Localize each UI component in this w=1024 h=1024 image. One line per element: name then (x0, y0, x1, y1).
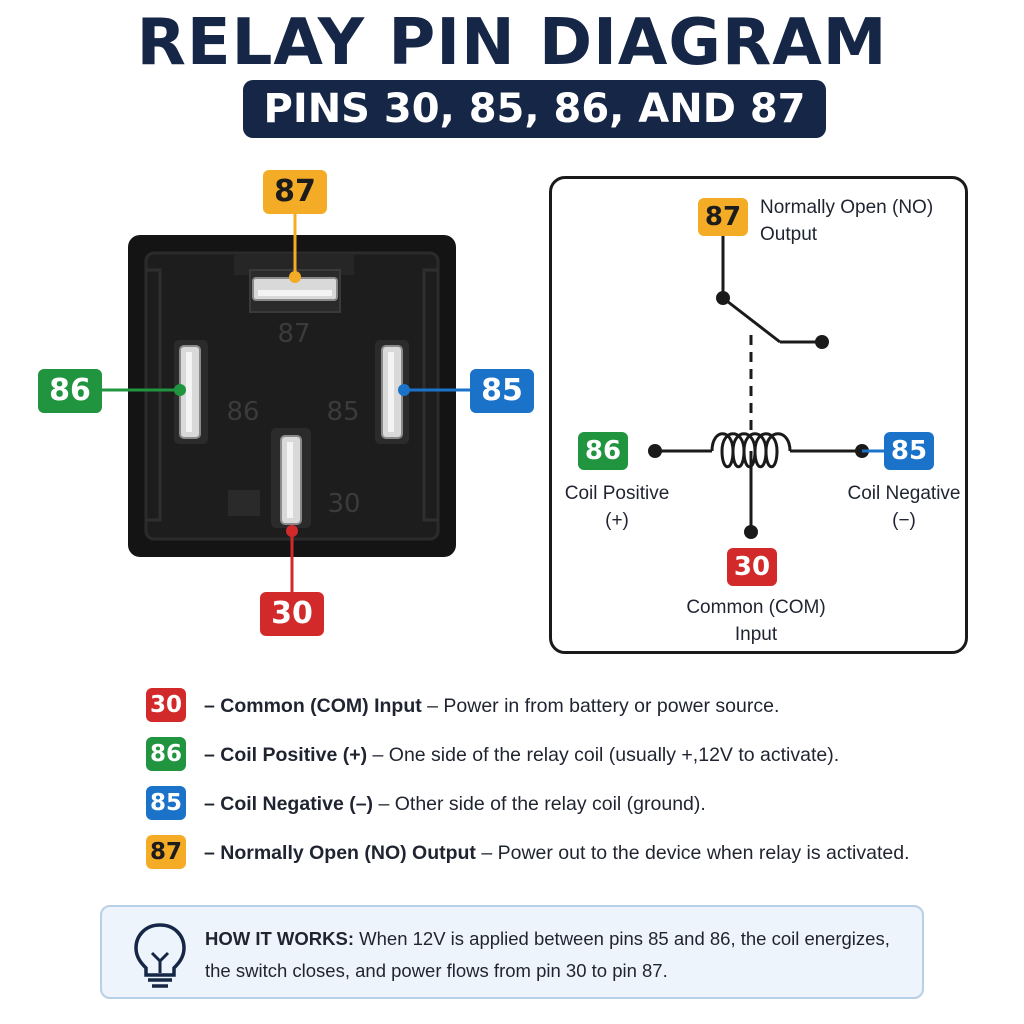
schematic-pin-85-badge: 85 (884, 432, 934, 470)
lightbulb-icon (134, 923, 186, 988)
schematic-87-label: Normally Open (NO)Output (760, 197, 934, 245)
photo-pin-85-badge: 85 (470, 369, 534, 413)
how-it-works-body: When 12V is applied between pins 85 and … (205, 928, 890, 981)
how-it-works-text: HOW IT WORKS: When 12V is applied betwee… (205, 923, 915, 987)
legend-desc-85: – Other side of the relay coil (ground). (373, 793, 706, 815)
legend-badge-86: 86 (146, 737, 186, 771)
legend-name-85: – Coil Negative (–) (204, 793, 374, 815)
schematic-pin-87-badge: 87 (698, 198, 748, 236)
how-it-works-box: HOW IT WORKS: When 12V is applied betwee… (100, 905, 924, 999)
photo-pin-87-badge: 87 (263, 170, 327, 214)
switch-arm (722, 296, 781, 344)
legend-name-87: – Normally Open (NO) Output (204, 842, 476, 864)
emboss-86: 86 (226, 397, 259, 427)
schematic-panel (549, 176, 968, 654)
legend-name-86: – Coil Positive (+) (204, 744, 368, 766)
legend-name-30: – Common (COM) Input (204, 695, 422, 717)
photo-pin-86-badge: 86 (38, 369, 102, 413)
legend-desc-87: – Power out to the device when relay is … (475, 842, 910, 864)
photo-pin-30-badge: 30 (260, 592, 324, 636)
page-subtitle: PINS 30, 85, 86, AND 87 (243, 80, 826, 138)
legend-desc-86: – One side of the relay coil (usually +,… (367, 744, 840, 766)
page-title: RELAY PIN DIAGRAM (136, 6, 888, 80)
emboss-87: 87 (277, 319, 310, 349)
schematic-pin-86-badge: 86 (578, 432, 628, 470)
legend-badge-87: 87 (146, 835, 186, 869)
how-it-works-heading: HOW IT WORKS: (205, 928, 355, 949)
emboss-85: 85 (326, 397, 359, 427)
emboss-30: 30 (327, 489, 360, 519)
schematic-86-label: Coil Positive(+) (564, 483, 670, 531)
schematic-85-label: Coil Negative(−) (847, 483, 961, 531)
legend-badge-30: 30 (146, 688, 186, 722)
legend-badge-85: 85 (146, 786, 186, 820)
schematic-pin-30-badge: 30 (727, 548, 777, 586)
schematic-30-label: Common (COM)Input (686, 597, 826, 645)
legend-desc-30: – Power in from battery or power source. (421, 695, 780, 717)
